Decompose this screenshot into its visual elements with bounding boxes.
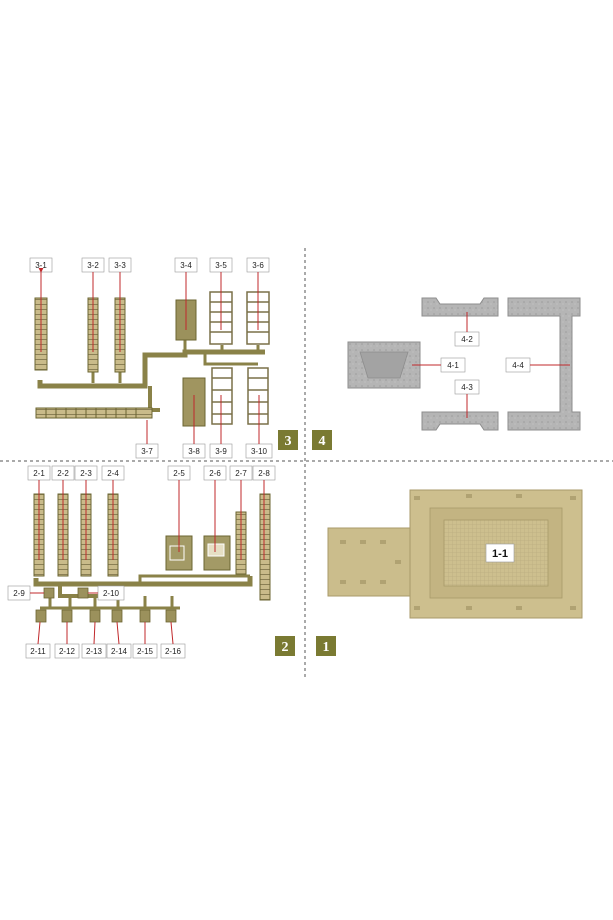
label-3-1: 3-1 — [29, 257, 53, 352]
svg-text:2-12: 2-12 — [59, 647, 76, 656]
label-2-11: 2-11 — [25, 621, 51, 659]
svg-text:2-13: 2-13 — [86, 647, 103, 656]
svg-text:4-4: 4-4 — [512, 361, 524, 370]
svg-text:4: 4 — [319, 434, 326, 449]
svg-text:2-9: 2-9 — [13, 589, 25, 598]
sprue-1: 1-1 — [327, 489, 583, 619]
badge-1: 1 — [316, 636, 336, 656]
svg-text:3-3: 3-3 — [114, 261, 126, 270]
label-2-13: 2-13 — [81, 621, 107, 659]
divider-lines — [0, 248, 613, 678]
svg-text:2-16: 2-16 — [165, 647, 182, 656]
label-3-9: 3-9 — [209, 395, 233, 459]
label-3-3: 3-3 — [108, 257, 132, 352]
svg-text:2-5: 2-5 — [173, 469, 185, 478]
svg-text:3-10: 3-10 — [251, 447, 268, 456]
svg-text:1: 1 — [323, 640, 330, 655]
label-2-2: 2-2 — [51, 465, 75, 560]
label-2-10: 2-10 — [88, 585, 125, 601]
label-4-1: 4-1 — [412, 357, 466, 373]
label-2-8: 2-8 — [252, 465, 276, 560]
label-1-1: 1-1 — [485, 543, 515, 563]
badge-3: 3 — [278, 430, 298, 450]
label-3-6: 3-6 — [246, 257, 270, 330]
label-3-7: 3-7 — [135, 420, 159, 459]
svg-text:2-8: 2-8 — [258, 469, 270, 478]
svg-text:2-4: 2-4 — [107, 469, 119, 478]
label-2-6: 2-6 — [203, 465, 227, 552]
badge-4: 4 — [312, 430, 332, 450]
svg-text:2-10: 2-10 — [103, 589, 120, 598]
svg-text:3-9: 3-9 — [215, 447, 227, 456]
label-3-10: 3-10 — [245, 395, 273, 459]
label-2-14: 2-14 — [106, 621, 132, 659]
label-2-3: 2-3 — [74, 465, 98, 560]
label-3-8: 3-8 — [182, 395, 206, 459]
label-2-5: 2-5 — [167, 465, 191, 552]
svg-text:3: 3 — [285, 434, 292, 449]
svg-text:2-14: 2-14 — [111, 647, 128, 656]
svg-text:2: 2 — [282, 640, 289, 655]
label-2-16: 2-16 — [160, 621, 186, 659]
svg-text:1-1: 1-1 — [492, 548, 508, 560]
label-2-9: 2-9 — [7, 585, 44, 601]
svg-text:3-6: 3-6 — [252, 261, 264, 270]
svg-text:2-1: 2-1 — [33, 469, 45, 478]
svg-text:3-4: 3-4 — [180, 261, 192, 270]
label-3-5: 3-5 — [209, 257, 233, 330]
svg-text:4-3: 4-3 — [461, 383, 473, 392]
svg-text:2-11: 2-11 — [30, 647, 46, 656]
svg-text:2-15: 2-15 — [137, 647, 154, 656]
svg-text:4-1: 4-1 — [447, 361, 459, 370]
label-2-12: 2-12 — [54, 622, 80, 659]
label-4-4: 4-4 — [505, 357, 570, 373]
label-4-2: 4-2 — [454, 312, 480, 347]
badge-2: 2 — [275, 636, 295, 656]
sprue-4: 4-1 4-2 4-3 4-4 — [347, 297, 581, 431]
sprue-2: 2-1 2-2 2-3 2-4 2-5 2-6 — [7, 465, 276, 659]
label-3-4: 3-4 — [174, 257, 198, 330]
svg-text:2-6: 2-6 — [209, 469, 221, 478]
sprue-3: 3-1 3-2 3-3 3-4 3-5 3-6 — [29, 257, 273, 459]
svg-text:2-3: 2-3 — [80, 469, 92, 478]
svg-text:3-2: 3-2 — [87, 261, 99, 270]
svg-text:3-8: 3-8 — [188, 447, 200, 456]
svg-text:2-2: 2-2 — [57, 469, 69, 478]
svg-text:3-5: 3-5 — [215, 261, 227, 270]
svg-text:2-7: 2-7 — [235, 469, 247, 478]
svg-text:4-2: 4-2 — [461, 335, 473, 344]
label-2-15: 2-15 — [132, 622, 158, 659]
label-2-4: 2-4 — [101, 465, 125, 560]
label-3-2: 3-2 — [81, 257, 105, 352]
label-2-7: 2-7 — [229, 465, 253, 560]
label-2-1: 2-1 — [27, 465, 51, 560]
label-4-3: 4-3 — [454, 379, 480, 418]
svg-text:3-7: 3-7 — [141, 447, 153, 456]
svg-text:3-1: 3-1 — [35, 261, 47, 270]
